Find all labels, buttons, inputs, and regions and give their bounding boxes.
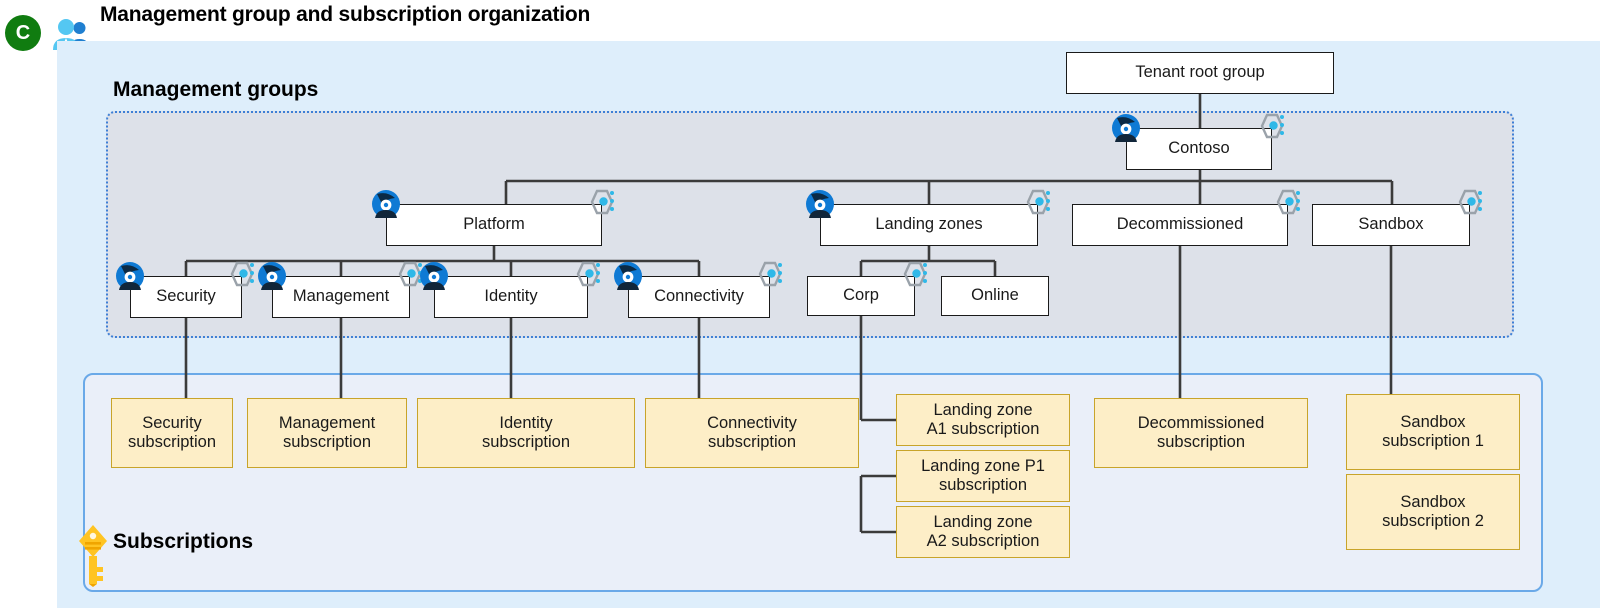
- key-icon: [76, 523, 110, 587]
- node-label: Platform: [463, 215, 525, 234]
- owner-person-icon: [611, 259, 645, 293]
- owner-person-icon: [1109, 111, 1143, 145]
- node-label: Security: [156, 287, 216, 306]
- management-groups-label: Management groups: [113, 78, 319, 101]
- node-label: Decommissioned: [1116, 215, 1244, 234]
- node-decommissioned[interactable]: Decommissioned: [1072, 204, 1288, 246]
- node-corp[interactable]: Corp: [807, 276, 915, 316]
- subscriptions-label: Subscriptions: [113, 530, 254, 553]
- node-label: Online: [971, 286, 1019, 305]
- node-connectivity[interactable]: Connectivity: [628, 276, 770, 318]
- node-label: Identity: [484, 287, 538, 306]
- node-landing-zones[interactable]: Landing zones: [820, 204, 1038, 246]
- policy-hexagon-icon: [586, 188, 618, 218]
- policy-hexagon-icon: [1022, 188, 1054, 218]
- node-label: Sandbox: [1358, 215, 1424, 234]
- node-platform[interactable]: Platform: [386, 204, 602, 246]
- node-label: Management: [292, 287, 390, 306]
- owner-person-icon: [255, 259, 289, 293]
- policy-hexagon-icon: [1256, 112, 1288, 142]
- policy-hexagon-icon: [1454, 188, 1486, 218]
- node-sandbox[interactable]: Sandbox: [1312, 204, 1470, 246]
- node-label: Connectivity: [654, 287, 744, 306]
- policy-hexagon-icon: [899, 260, 931, 290]
- owner-person-icon: [803, 187, 837, 221]
- node-label: Landing zones: [875, 215, 983, 234]
- node-label: Contoso: [1168, 139, 1230, 158]
- policy-hexagon-icon: [572, 260, 604, 290]
- owner-person-icon: [113, 259, 147, 293]
- node-security[interactable]: Security: [130, 276, 242, 318]
- node-contoso[interactable]: Contoso: [1126, 128, 1272, 170]
- node-management[interactable]: Management: [272, 276, 410, 318]
- node-label: Corp: [843, 286, 879, 305]
- policy-hexagon-icon: [1272, 188, 1304, 218]
- node-online[interactable]: Online: [941, 276, 1049, 316]
- owner-person-icon: [369, 187, 403, 221]
- contoso-logo-icon: C: [5, 15, 41, 51]
- node-identity[interactable]: Identity: [434, 276, 588, 318]
- policy-hexagon-icon: [754, 260, 786, 290]
- node-tenant-root-group[interactable]: Tenant root group: [1066, 52, 1334, 94]
- page-title: Management group and subscription organi…: [100, 3, 591, 26]
- owner-person-icon: [417, 259, 451, 293]
- policy-hexagon-icon: [226, 260, 258, 290]
- node-label: Tenant root group: [1135, 63, 1265, 82]
